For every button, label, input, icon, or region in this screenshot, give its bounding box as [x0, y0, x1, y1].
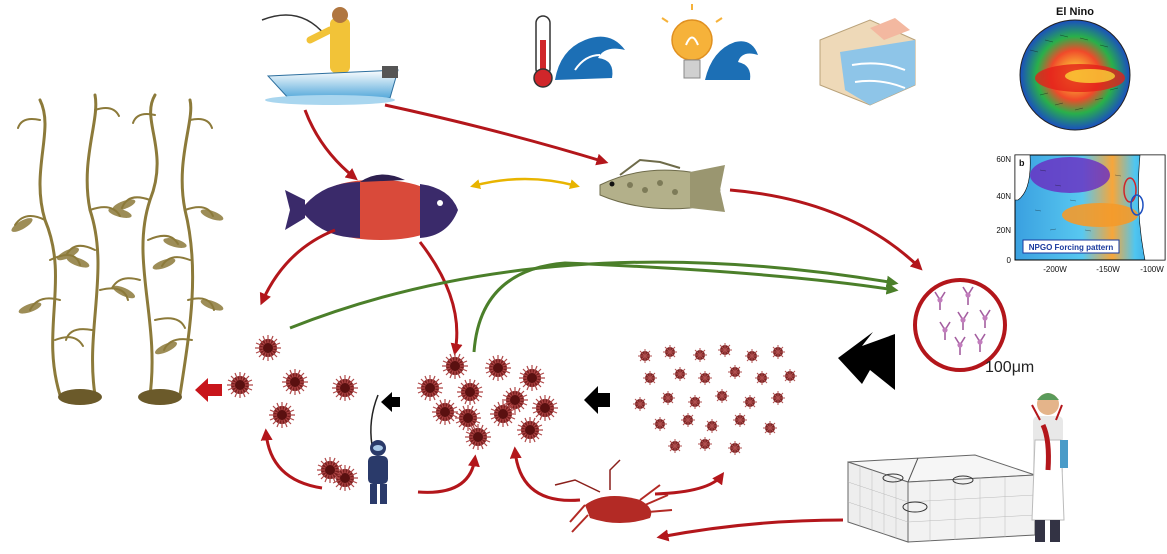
npgo-map-panel: b NPGO Forcing pattern 60N 40N 20N 0 -20…: [996, 154, 1166, 274]
recruit-growth-arrow: [584, 386, 610, 414]
npgo-panel-letter: b: [1019, 158, 1025, 168]
larvae-settlement-arrow: [838, 332, 895, 390]
fish-market-worker-icon: [1031, 393, 1068, 542]
sheephead-fish-icon: [285, 174, 458, 240]
upwelling-block-icon: [819, 18, 916, 106]
npgo-x-tick: -150W: [1096, 265, 1120, 274]
lightbulb-wave-icon: [661, 4, 758, 80]
npgo-y-tick: 40N: [996, 192, 1011, 201]
fisherman-boat-icon: [261, 7, 399, 105]
larvae-scale-label: 100μm: [985, 359, 1034, 376]
trap-cage-icon: [847, 454, 1036, 543]
el-nino-title: El Nino: [1056, 6, 1094, 18]
red-predation-arrows: [259, 103, 923, 542]
el-nino-globe-panel: El Nino: [1019, 6, 1131, 131]
npgo-legend-box: NPGO Forcing pattern: [1029, 243, 1114, 252]
urchin-larvae-icon: [913, 278, 1007, 372]
diver-removal-arrow: [381, 392, 400, 412]
npgo-y-tick: 20N: [996, 226, 1011, 235]
green-larval-supply-arrows: [289, 260, 899, 353]
thermometer-wave-icon: [533, 15, 625, 88]
sheephead-rockfish-competition-arrow: [470, 177, 580, 190]
rockfish-icon: [599, 158, 725, 212]
npgo-y-tick: 60N: [996, 155, 1011, 164]
npgo-x-tick: -100W: [1140, 265, 1164, 274]
kelp-forest-icon: [11, 93, 224, 405]
diver-icon: [316, 394, 388, 504]
npgo-x-tick: -200W: [1043, 265, 1067, 274]
spiny-lobster-icon: [554, 459, 673, 533]
urchin-recruit-group: [632, 342, 798, 456]
urchin-to-kelp-arrow: [195, 378, 222, 402]
sea-urchin-icon: [226, 334, 359, 429]
npgo-y-tick: 0: [1007, 256, 1012, 265]
urchin-barren-group: [416, 352, 559, 451]
